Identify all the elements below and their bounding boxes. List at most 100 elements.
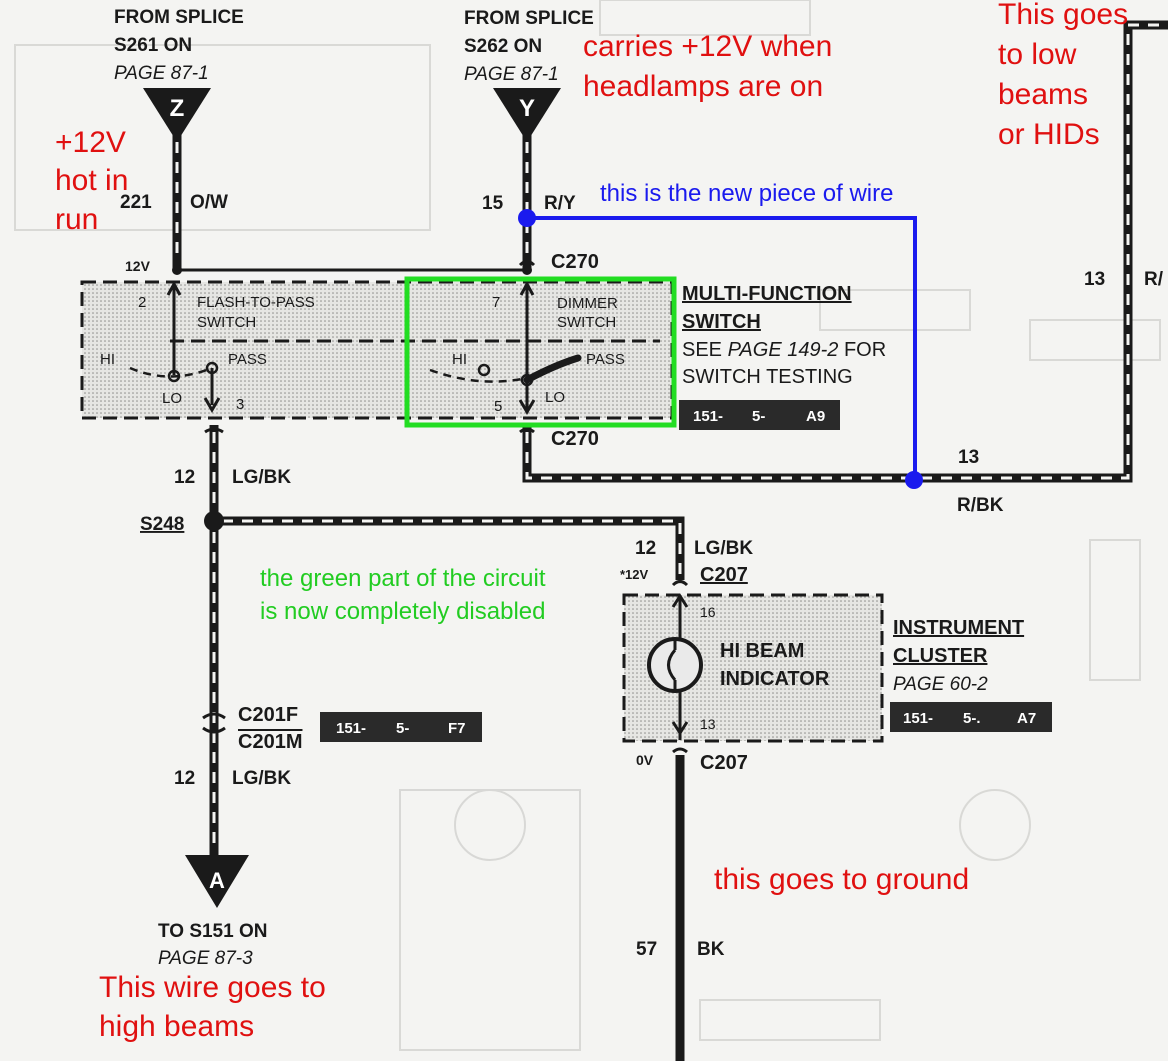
hi-beam-bulb (647, 593, 703, 740)
wire-12-b-number: 12 (635, 538, 656, 559)
voltage-12v-label: 12V (125, 258, 151, 274)
connector-c270-bottom-label: C270 (551, 428, 599, 450)
multi-function-title-2: SWITCH (682, 311, 761, 333)
flash-pass: PASS (228, 351, 267, 368)
flash-pin-3: 3 (236, 396, 244, 413)
dimmer-pass: PASS (586, 351, 625, 368)
note-hot-line-1: +12V (55, 126, 126, 159)
note-low-beams-line-4: or HIDs (998, 118, 1100, 151)
green-highlight-box (404, 276, 677, 428)
connector-c207-top-label: C207 (700, 564, 748, 586)
wire-57-color: BK (697, 939, 725, 960)
connector-c201f-label: C201F (238, 704, 298, 726)
splice-z-page: PAGE 87-1 (114, 63, 209, 84)
ref-a7-b: 5-. (963, 710, 981, 727)
wire-13-color: R/BK (957, 495, 1004, 516)
note-high-beams-line-2: high beams (99, 1010, 254, 1043)
splice-y-id: S262 ON (464, 36, 542, 57)
ref-badge-f7: 151- 5- F7 (320, 712, 482, 742)
connector-marks (202, 260, 689, 754)
dimmer-label-1: DIMMER (557, 295, 618, 312)
ref-a7-c: A7 (1017, 710, 1036, 727)
note-carries-line-1: carries +12V when (583, 30, 832, 63)
new-wire-joint-bottom (905, 471, 923, 489)
splice-z-letter: Z (170, 95, 185, 122)
wire-12-lgbk-branch (214, 516, 685, 580)
indicator-pin-16: 16 (700, 604, 716, 620)
multi-function-title-1: MULTI-FUNCTION (682, 283, 852, 305)
cluster-title-2: CLUSTER (893, 645, 988, 667)
note-new-wire: this is the new piece of wire (600, 180, 893, 207)
wire-12-c-color: LG/BK (232, 768, 291, 789)
multi-function-testing: SWITCH TESTING (682, 366, 853, 388)
note-low-beams-line-2: to low (998, 38, 1077, 71)
splice-y-triangle: Y (493, 88, 561, 142)
wire-221-color: O/W (190, 192, 228, 213)
cluster-title-1: INSTRUMENT (893, 617, 1024, 639)
wire-57-number: 57 (636, 939, 657, 960)
dimmer-pin-5: 5 (494, 398, 502, 415)
flash-to-pass-internals (129, 280, 221, 413)
splice-s248-dot (204, 511, 224, 531)
note-carries-line-2: headlamps are on (583, 70, 823, 103)
flash-label-1: FLASH-TO-PASS (197, 294, 315, 311)
wire-15-color: R/Y (544, 193, 576, 214)
connector-c201m-label: C201M (238, 731, 302, 753)
wire-13-number: 13 (958, 447, 979, 468)
wire-221-number: 221 (120, 192, 152, 213)
wire-13-top-color: R/ (1144, 269, 1164, 290)
note-green-line-2: is now completely disabled (260, 598, 545, 625)
terminal-a-letter: A (209, 868, 225, 893)
terminal-a-to: TO S151 ON (158, 921, 267, 942)
flash-hi: HI (100, 351, 115, 368)
background-ghost (14, 0, 1161, 1051)
cluster-page: PAGE 60-2 (893, 674, 988, 695)
new-wire-blue (527, 216, 917, 480)
ref-f7-c: F7 (448, 720, 466, 737)
terminal-a-triangle: A (185, 855, 249, 908)
splice-y-letter: Y (519, 95, 535, 122)
indicator-label-1: HI BEAM (720, 640, 804, 662)
wire-12-a-number: 12 (174, 467, 195, 488)
splice-z-triangle: Z (143, 88, 211, 142)
flash-lo: LO (162, 390, 182, 407)
flash-label-2: SWITCH (197, 314, 256, 331)
ref-badge-a7: 151- 5-. A7 (890, 702, 1052, 732)
voltage-0v: 0V (636, 752, 654, 768)
ref-f7-a: 151- (336, 720, 366, 737)
voltage-star-12v: *12V (620, 567, 649, 582)
connector-c270-top-label: C270 (551, 251, 599, 273)
dimmer-lo: LO (545, 389, 565, 406)
ref-a7-a: 151- (903, 710, 933, 727)
wire-12-a-color: LG/BK (232, 467, 291, 488)
wire-15-number: 15 (482, 193, 504, 214)
dimmer-pin-7: 7 (492, 294, 500, 311)
new-wire-joint-top (518, 209, 536, 227)
splice-y-page: PAGE 87-1 (464, 64, 559, 85)
splice-z-id: S261 ON (114, 35, 192, 56)
flash-pin-2: 2 (138, 294, 146, 311)
note-low-beams-line-3: beams (998, 78, 1088, 111)
splice-y-from: FROM SPLICE (464, 8, 594, 29)
dimmer-hi: HI (452, 351, 467, 368)
splice-z-from: FROM SPLICE (114, 7, 244, 28)
connector-c207-bottom-label: C207 (700, 752, 748, 774)
wire-12-b-color: LG/BK (694, 538, 753, 559)
dimmer-internals (429, 280, 582, 415)
indicator-label-2: INDICATOR (720, 668, 830, 690)
ref-f7-b: 5- (396, 720, 409, 737)
note-hot-line-3: run (55, 203, 98, 236)
multi-function-see: SEE PAGE 149-2 FOR (682, 339, 886, 361)
ref-a9-c: A9 (806, 408, 825, 425)
wire-13-rbk (522, 20, 1168, 483)
note-hot-line-2: hot in (55, 164, 128, 197)
ref-a9-a: 151- (693, 408, 723, 425)
splice-s248-label: S248 (140, 514, 184, 535)
indicator-pin-13: 13 (700, 716, 716, 732)
note-ground: this goes to ground (714, 863, 969, 896)
terminal-a-page: PAGE 87-3 (158, 948, 253, 969)
ref-badge-a9: 151- 5- A9 (679, 400, 840, 430)
wire-12-c-number: 12 (174, 768, 195, 789)
note-green-line-1: the green part of the circuit (260, 565, 546, 592)
